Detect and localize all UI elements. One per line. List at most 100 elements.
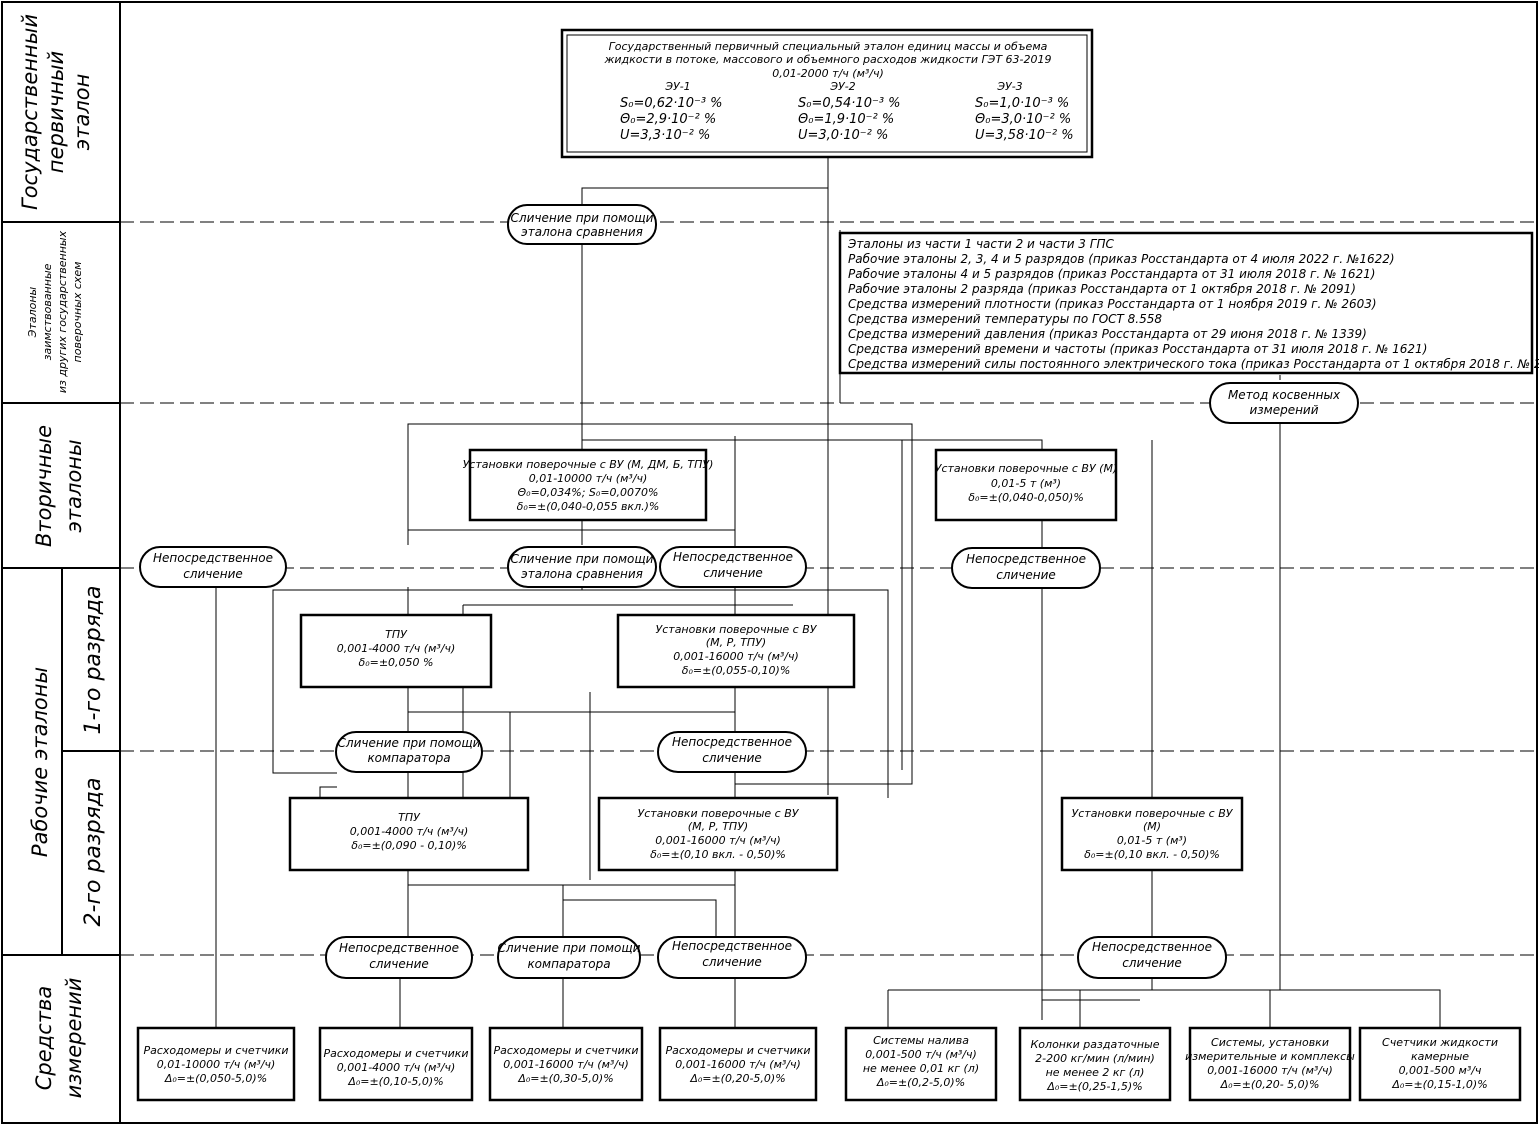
svg-text:(М): (М): [1143, 820, 1161, 833]
rank1-tpu-box: ТПУ 0,001-4000 т/ч (м³/ч) δ₀=±0,050 %: [299, 613, 493, 689]
svg-text:(М, Р, ТПУ): (М, Р, ТПУ): [688, 820, 748, 833]
svg-text:U=3,3·10⁻² %: U=3,3·10⁻² %: [620, 128, 710, 143]
svg-text:Средства измерений плотности (: Средства измерений плотности (приказ Рос…: [848, 297, 1377, 311]
svg-text:ТПУ: ТПУ: [385, 628, 408, 641]
svg-text:Непосредственное: Непосредственное: [339, 941, 459, 955]
svg-text:заимствованные: заимствованные: [41, 263, 54, 360]
svg-text:Сличение при помощи: Сличение при помощи: [511, 211, 654, 225]
borrowed-standards-box: Эталоны из части 1 части 2 и части 3 ГПС…: [838, 231, 1539, 375]
svg-text:Эталоны: Эталоны: [26, 286, 39, 338]
svg-text:Установки поверочные с ВУ: Установки поверочные с ВУ: [1072, 807, 1234, 820]
svg-text:Средства измерений температуры: Средства измерений температуры по ГОСТ 8…: [848, 312, 1162, 326]
level-rank1-label: 1-го разряда: [81, 586, 106, 735]
svg-text:Расходомеры и счетчики: Расходомеры и счетчики: [493, 1044, 638, 1057]
svg-text:Рабочие эталоны 2, 3, 4 и 5 ра: Рабочие эталоны 2, 3, 4 и 5 разрядов (пр…: [848, 252, 1395, 266]
svg-text:сличение: сличение: [702, 751, 762, 765]
svg-text:δ₀=±(0,040-0,050)%: δ₀=±(0,040-0,050)%: [968, 491, 1084, 504]
instrument-box-4: Расходомеры и счетчики 0,001-16000 т/ч (…: [658, 1026, 818, 1102]
instrument-box-1: Расходомеры и счетчики 0,01-10000 т/ч (м…: [136, 1026, 296, 1102]
svg-text:0,01-5 т (м³): 0,01-5 т (м³): [991, 477, 1061, 490]
svg-text:0,01-10000 т/ч (м³/ч): 0,01-10000 т/ч (м³/ч): [529, 472, 648, 485]
svg-text:U=3,0·10⁻² %: U=3,0·10⁻² %: [798, 128, 888, 143]
svg-text:0,01-10000 т/ч (м³/ч): 0,01-10000 т/ч (м³/ч): [157, 1058, 276, 1071]
level-other-label: Эталоны заимствованные из других государ…: [26, 230, 84, 393]
svg-text:Сличение при помощи: Сличение при помощи: [511, 552, 654, 566]
svg-text:U=3,58·10⁻² %: U=3,58·10⁻² %: [975, 128, 1074, 143]
svg-text:Государственный: Государственный: [18, 14, 42, 210]
rank2-vu-box: Установки поверочные с ВУ (М, Р, ТПУ) 0,…: [597, 796, 839, 872]
level-secondary-label: Вторичные эталоны: [32, 425, 86, 547]
svg-text:Установки поверочные с ВУ: Установки поверочные с ВУ: [638, 807, 800, 820]
svg-text:δ₀=±(0,10 вкл. - 0,50)%: δ₀=±(0,10 вкл. - 0,50)%: [650, 848, 786, 861]
svg-text:Системы, установки: Системы, установки: [1211, 1036, 1329, 1049]
method-node-comparison-standard-top: Сличение при помощи эталона сравнения: [507, 204, 657, 245]
svg-text:сличение: сличение: [702, 955, 762, 969]
svg-text:S₀=0,54·10⁻³ %: S₀=0,54·10⁻³ %: [798, 96, 901, 111]
sidebar: Государственный первичный эталон Эталоны…: [18, 14, 106, 1098]
svg-text:Метод косвенных: Метод косвенных: [1228, 388, 1341, 402]
svg-text:эталон: эталон: [70, 74, 94, 151]
primary-column-2: ЭУ-2 S₀=0,54·10⁻³ % Θ₀=1,9·10⁻² % U=3,0·…: [798, 80, 901, 143]
method-node-comparator-rank2: Сличение при помощи компаратора: [497, 936, 641, 979]
svg-text:δ₀=±(0,040-0,055 вкл.)%: δ₀=±(0,040-0,055 вкл.)%: [517, 500, 660, 513]
svg-text:ТПУ: ТПУ: [398, 811, 421, 824]
svg-text:ЭУ-1: ЭУ-1: [664, 80, 690, 93]
level-primary-label: Государственный первичный эталон: [18, 14, 94, 210]
svg-text:0,001-4000 т/ч (м³/ч): 0,001-4000 т/ч (м³/ч): [337, 1061, 456, 1074]
svg-text:ЭУ-3: ЭУ-3: [996, 80, 1022, 93]
svg-text:поверочных схем: поверочных схем: [71, 262, 84, 363]
instrument-box-2: Расходомеры и счетчики 0,001-4000 т/ч (м…: [318, 1026, 474, 1102]
svg-text:Средства измерений силы постоя: Средства измерений силы постоянного элек…: [848, 357, 1539, 371]
svg-text:0,001-500 м³/ч: 0,001-500 м³/ч: [1399, 1064, 1482, 1077]
svg-text:компаратора: компаратора: [367, 751, 450, 765]
svg-text:компаратора: компаратора: [527, 957, 610, 971]
svg-text:2-го разряда: 2-го разряда: [81, 778, 106, 927]
level-rank2-label: 2-го разряда: [81, 778, 106, 927]
svg-text:Средства измерений давления (п: Средства измерений давления (приказ Росс…: [848, 327, 1367, 341]
svg-text:Установки поверочные с ВУ (М): Установки поверочные с ВУ (М): [935, 462, 1117, 475]
svg-text:не менее 0,01 кг (л): не менее 0,01 кг (л): [863, 1062, 979, 1075]
svg-text:Системы налива: Системы налива: [873, 1034, 969, 1047]
primary-column-1: ЭУ-1 S₀=0,62·10⁻³ % Θ₀=2,9·10⁻² % U=3,3·…: [620, 80, 723, 143]
svg-text:жидкости в потоке, массового и: жидкости в потоке, массового и объемного…: [603, 53, 1051, 66]
method-node-direct-1: Непосредственное сличение: [139, 546, 287, 588]
svg-text:ЭУ-2: ЭУ-2: [829, 80, 855, 93]
svg-text:Δ₀=±(0,20-5,0)%: Δ₀=±(0,20-5,0)%: [689, 1072, 785, 1085]
rank2-m-box: Установки поверочные с ВУ (М) 0,01-5 т (…: [1060, 796, 1244, 872]
method-node-direct-7: Непосредственное сличение: [1077, 936, 1227, 979]
svg-text:S₀=0,62·10⁻³ %: S₀=0,62·10⁻³ %: [620, 96, 723, 111]
svg-text:Установки поверочные с ВУ: Установки поверочные с ВУ: [656, 623, 818, 636]
svg-text:измерений: измерений: [1249, 403, 1318, 417]
primary-standard-box: Государственный первичный специальный эт…: [560, 28, 1094, 159]
svg-text:Непосредственное: Непосредственное: [1092, 940, 1212, 954]
rank2-tpu-box: ТПУ 0,001-4000 т/ч (м³/ч) δ₀=±(0,090 - 0…: [288, 796, 530, 872]
svg-text:Рабочие эталоны 2 разряда (при: Рабочие эталоны 2 разряда (приказ Росста…: [848, 282, 1356, 296]
svg-text:измерений: измерений: [62, 978, 86, 1099]
instrument-box-5: Системы налива 0,001-500 т/ч (м³/ч) не м…: [844, 1026, 998, 1102]
method-node-direct-2: Непосредственное сличение: [659, 546, 807, 588]
method-node-direct-4: Непосредственное сличение: [657, 731, 807, 773]
svg-text:δ₀=±(0,090 - 0,10)%: δ₀=±(0,090 - 0,10)%: [351, 839, 467, 852]
svg-text:сличение: сличение: [369, 957, 429, 971]
method-node-direct-5: Непосредственное сличение: [325, 936, 473, 979]
svg-text:Средства: Средства: [32, 986, 56, 1090]
svg-text:Рабочие эталоны: Рабочие эталоны: [28, 667, 52, 857]
secondary-standard-left-box: Установки поверочные с ВУ (М, ДМ, Б, ТПУ…: [463, 448, 713, 522]
svg-text:δ₀=±0,050 %: δ₀=±0,050 %: [358, 656, 433, 669]
svg-text:Эталоны из части 1 части 2 и ч: Эталоны из части 1 части 2 и части 3 ГПС: [847, 237, 1114, 251]
svg-text:Средства измерений времени и ч: Средства измерений времени и частоты (пр…: [848, 342, 1427, 356]
svg-text:Δ₀=±(0,15-1,0)%: Δ₀=±(0,15-1,0)%: [1391, 1078, 1487, 1091]
svg-text:Сличение при помощи: Сличение при помощи: [338, 736, 481, 750]
svg-text:Θ₀=0,034%; S₀=0,0070%: Θ₀=0,034%; S₀=0,0070%: [518, 486, 659, 499]
svg-text:Государственный первичный спец: Государственный первичный специальный эт…: [609, 40, 1048, 53]
method-node-comparison-standard-mid: Сличение при помощи эталона сравнения: [507, 546, 657, 588]
svg-text:Θ₀=1,9·10⁻² %: Θ₀=1,9·10⁻² %: [798, 112, 894, 127]
instrument-box-6: Колонки раздаточные 2-200 кг/мин (л/мин)…: [1018, 1026, 1172, 1102]
secondary-standard-right-box: Установки поверочные с ВУ (М) 0,01-5 т (…: [934, 448, 1118, 522]
instrument-box-8: Счетчики жидкости камерные 0,001-500 м³/…: [1358, 1026, 1522, 1102]
svg-text:0,001-500 т/ч (м³/ч): 0,001-500 т/ч (м³/ч): [865, 1048, 977, 1061]
svg-text:1-го разряда: 1-го разряда: [81, 586, 106, 735]
svg-text:0,001-16000 т/ч (м³/ч): 0,001-16000 т/ч (м³/ч): [503, 1058, 629, 1071]
svg-text:0,001-16000 т/ч (м³/ч): 0,001-16000 т/ч (м³/ч): [675, 1058, 801, 1071]
svg-text:2-200 кг/мин (л/мин): 2-200 кг/мин (л/мин): [1035, 1052, 1155, 1065]
